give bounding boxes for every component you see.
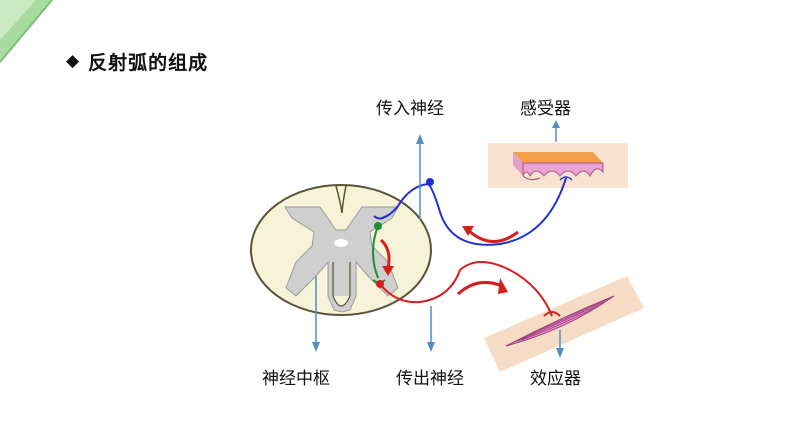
label-efferent-nerve: 传出神经 <box>396 369 464 389</box>
spinal-cord-section <box>250 184 432 316</box>
flow-arrows <box>379 226 519 296</box>
label-nerve-center: 神经中枢 <box>262 369 330 389</box>
efferent-neuron <box>376 261 561 317</box>
receptor-skin <box>488 143 628 188</box>
flow-arrow-efferent <box>456 280 503 296</box>
flow-arrow-center <box>379 238 391 269</box>
central-canal <box>334 239 348 247</box>
bullet-diamond-icon: ◆ <box>66 50 80 71</box>
pointer-arrows <box>312 120 564 358</box>
label-effector: 效应器 <box>530 369 581 389</box>
afferent-neuron <box>373 177 567 246</box>
page-title: 反射弧的组成 <box>88 51 209 74</box>
effector-muscle <box>484 276 644 372</box>
corner-decoration <box>0 0 53 63</box>
label-receptor: 感受器 <box>520 99 571 119</box>
label-afferent-nerve: 传入神经 <box>376 99 444 119</box>
gray-matter <box>284 206 399 313</box>
section-heading: ◆ 反射弧的组成 <box>66 46 208 76</box>
interneuron <box>372 222 386 284</box>
afferent-ganglion-cell <box>426 178 434 186</box>
flow-arrow-afferent <box>466 228 519 243</box>
